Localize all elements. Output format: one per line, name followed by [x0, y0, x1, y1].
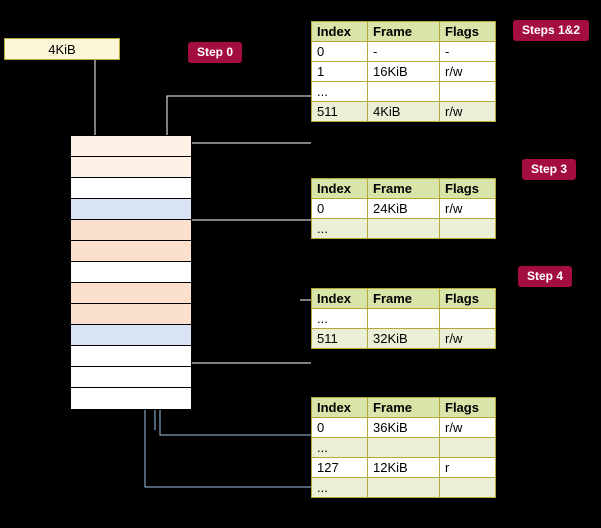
table-row: ... — [311, 81, 496, 102]
cell-idx: ... — [311, 81, 368, 102]
memory-frame-cell — [71, 157, 191, 178]
column-header-flags: Flags — [439, 178, 496, 199]
cell-flg: r — [439, 457, 496, 478]
physical-memory-column — [70, 135, 192, 410]
cell-idx: 0 — [311, 198, 368, 219]
cell-idx: 0 — [311, 417, 368, 438]
column-header-flags: Flags — [439, 397, 496, 418]
cell-frm: 24KiB — [367, 198, 440, 219]
table-row: ... — [311, 218, 496, 239]
table-row: ... — [311, 437, 496, 458]
column-header-frame: Frame — [367, 397, 440, 418]
cell-idx: 511 — [311, 328, 368, 349]
cell-idx: 511 — [311, 101, 368, 122]
table-row: ... — [311, 477, 496, 498]
cell-flg — [439, 218, 496, 239]
cell-frm: 36KiB — [367, 417, 440, 438]
virtual-address-label: 4KiB — [48, 41, 76, 57]
cell-frm — [367, 81, 440, 102]
memory-frame-cell — [71, 241, 191, 262]
cell-idx: 1 — [311, 61, 368, 82]
column-header-flags: Flags — [439, 288, 496, 309]
cell-frm: 16KiB — [367, 61, 440, 82]
cell-frm: 12KiB — [367, 457, 440, 478]
memory-frame-cell — [71, 388, 191, 409]
cell-flg — [439, 477, 496, 498]
column-header-frame: Frame — [367, 288, 440, 309]
memory-frame-cell — [71, 346, 191, 367]
column-header-flags: Flags — [439, 21, 496, 42]
column-header-frame: Frame — [367, 21, 440, 42]
cell-flg — [439, 308, 496, 329]
table-row: 0-- — [311, 41, 496, 62]
cell-frm — [367, 477, 440, 498]
table-row: ... — [311, 308, 496, 329]
cell-flg — [439, 437, 496, 458]
cell-idx: 127 — [311, 457, 368, 478]
cell-idx: ... — [311, 477, 368, 498]
step-badge-2: Step 3 — [522, 159, 577, 180]
memory-frame-cell — [71, 178, 191, 199]
memory-frame-cell — [71, 136, 191, 157]
cell-frm: 32KiB — [367, 328, 440, 349]
cell-idx: 0 — [311, 41, 368, 62]
column-header-index: Index — [311, 397, 368, 418]
cell-flg: r/w — [439, 61, 496, 82]
cell-idx: ... — [311, 308, 368, 329]
cell-idx: ... — [311, 437, 368, 458]
column-header-index: Index — [311, 288, 368, 309]
cell-flg: r/w — [439, 101, 496, 122]
cell-frm — [367, 437, 440, 458]
cell-idx: ... — [311, 218, 368, 239]
memory-frame-cell — [71, 283, 191, 304]
memory-frame-cell — [71, 304, 191, 325]
memory-frame-cell — [71, 199, 191, 220]
memory-frame-cell — [71, 262, 191, 283]
step-badge-3: Step 4 — [518, 266, 573, 287]
column-header-frame: Frame — [367, 178, 440, 199]
cell-frm — [367, 218, 440, 239]
virtual-address-box: 4KiB — [4, 38, 120, 60]
cell-frm — [367, 308, 440, 329]
memory-frame-cell — [71, 220, 191, 241]
cell-flg: - — [439, 41, 496, 62]
memory-frame-cell — [71, 325, 191, 346]
step-badge-1: Steps 1&2 — [513, 20, 590, 41]
column-header-index: Index — [311, 178, 368, 199]
cell-flg — [439, 81, 496, 102]
step-badge-0: Step 0 — [188, 42, 243, 63]
cell-frm: - — [367, 41, 440, 62]
memory-frame-cell — [71, 367, 191, 388]
cell-flg: r/w — [439, 417, 496, 438]
cell-flg: r/w — [439, 198, 496, 219]
column-header-index: Index — [311, 21, 368, 42]
cell-frm: 4KiB — [367, 101, 440, 122]
cell-flg: r/w — [439, 328, 496, 349]
